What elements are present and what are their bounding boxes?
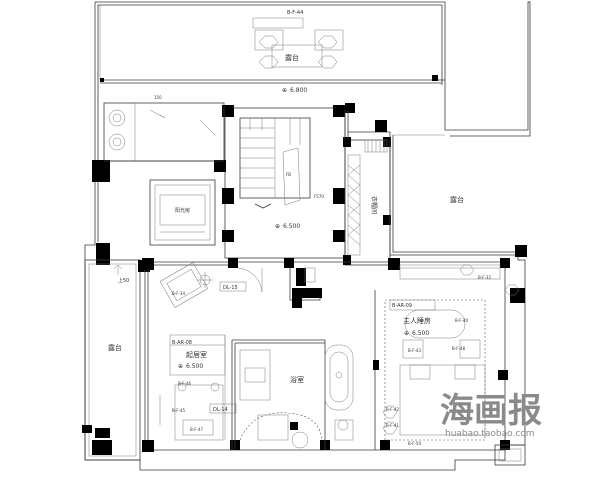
- tag-b-f-34: B-F-34: [172, 291, 185, 296]
- tag-dl-15: DL-15: [223, 285, 238, 291]
- room-master-label: 主人睡房: [403, 316, 431, 325]
- terrace-right: [344, 103, 527, 257]
- room-terrace-right-label: 露台: [450, 195, 464, 204]
- tag-dl-14: DL-14: [213, 407, 228, 413]
- tag-b-f-50: B-F-50: [408, 441, 421, 446]
- watermark: 海画报 huabao.taobao.com: [440, 391, 542, 439]
- tag-b-f-32: B-F-32: [478, 275, 491, 280]
- elev-center: 6.500: [283, 223, 300, 230]
- elev-bedroom-mark: ⊕: [178, 363, 183, 370]
- note-down-left: 上50: [118, 277, 129, 284]
- stair-note-2: F570: [314, 194, 324, 199]
- elev-master-mark: ⊕: [404, 330, 409, 337]
- tag-b-f-40: B-F-40: [455, 318, 468, 323]
- room-bedroom-label: 起居室: [186, 350, 207, 359]
- room-terrace-left-label: 露台: [108, 343, 122, 352]
- tag-box-dl-14: [209, 403, 237, 414]
- elev-top-mark: ⊕: [282, 87, 287, 94]
- interior-walls: [142, 258, 525, 452]
- terrace-left: [82, 259, 150, 461]
- elev-bedroom: 6.500: [186, 363, 203, 370]
- note-up-top: 150: [154, 95, 162, 100]
- bottom-details: [95, 428, 526, 466]
- room-closet-label: 衣帽间: [370, 196, 378, 214]
- master-bedroom: [382, 264, 520, 441]
- room-bath-label: 浴室: [290, 375, 304, 384]
- tag-b-f-48: B-F-48: [452, 346, 465, 351]
- left-block: [92, 102, 226, 265]
- tag-b-f-41: B-F-41: [386, 423, 399, 428]
- closet: [343, 137, 391, 266]
- room-terrace-top-label: 露台: [285, 53, 299, 62]
- terrace-top: [100, 17, 438, 82]
- bathroom: [239, 344, 354, 449]
- tag-b-f-45: B-F-45: [172, 408, 185, 413]
- tag-b-f-44: B-F-44: [287, 10, 303, 16]
- tag-b-f-47: B-F-47: [190, 427, 203, 432]
- tag-b-f-43: B-F-43: [408, 348, 421, 353]
- bedroom: [159, 262, 226, 441]
- elev-top: 6.800: [290, 87, 307, 94]
- tag-b-f-46: B-F-46: [178, 381, 191, 386]
- elev-center-mark: ⊕: [275, 223, 280, 230]
- tag-box-dl-15: [219, 281, 247, 292]
- tag-b-ar-08: B-AR-08: [172, 340, 192, 346]
- tag-b-ar-09: B-AR-09: [392, 303, 412, 309]
- tag-b-f-42: B-F-42: [386, 407, 399, 412]
- stair-note: FB: [286, 172, 291, 177]
- room-study-label: 阳光房: [175, 207, 190, 214]
- stair-core: [222, 105, 346, 259]
- elev-master: 6.500: [412, 330, 429, 337]
- watermark-brand: 海画报: [440, 391, 542, 431]
- watermark-url: huabao.taobao.com: [445, 429, 535, 439]
